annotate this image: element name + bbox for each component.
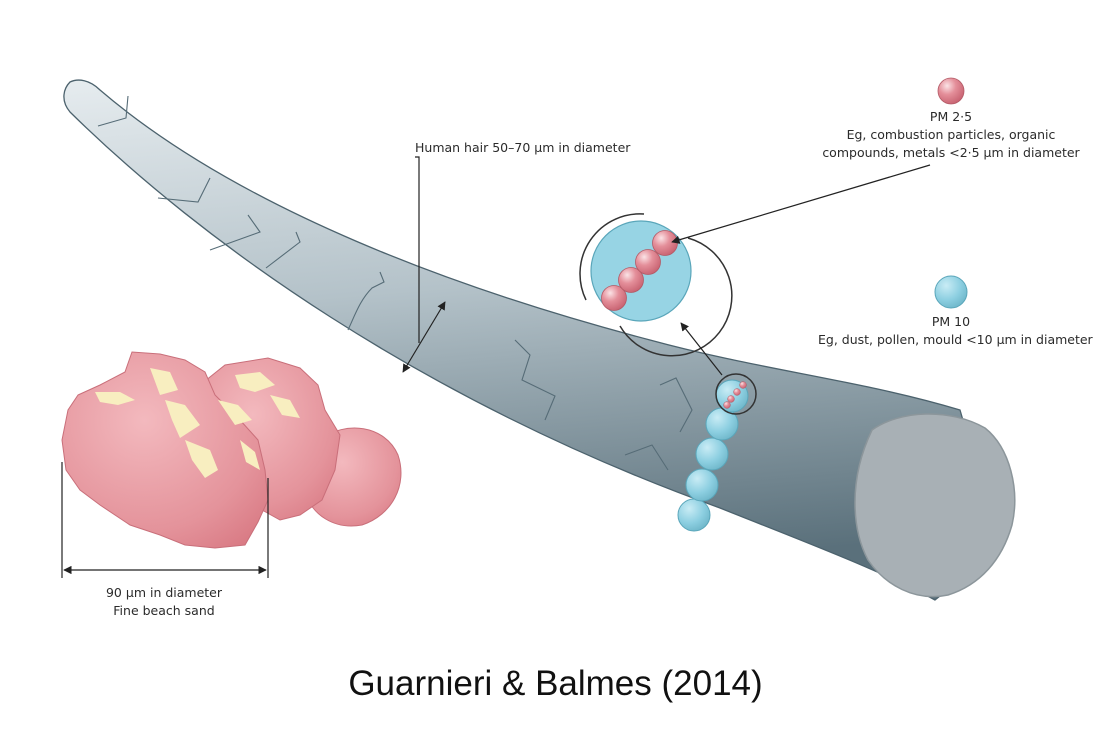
pm10-legend-ball: [934, 275, 968, 309]
pm25-pointer-arrow: [671, 164, 931, 244]
pm25-desc-line1: Eg, combustion particles, organic: [846, 127, 1056, 142]
hair-label: Human hair 50–70 µm in diameter: [415, 140, 631, 155]
pm25-legend-ball: [937, 77, 965, 105]
pm25-title: PM 2·5: [929, 109, 973, 124]
hair-cross-section: [854, 413, 1016, 598]
sand-name-text: Fine beach sand: [113, 603, 215, 618]
pm10-desc: Eg, dust, pollen, mould <10 µm in diamet…: [818, 332, 1093, 347]
hair-cuticle-lines: [97, 95, 693, 471]
small-magnify-ring: [715, 373, 757, 415]
hair-diameter-measure: [402, 156, 446, 373]
pm25-desc-line2: compounds, metals <2·5 µm in diameter: [822, 145, 1080, 160]
magnified-view: [579, 213, 733, 357]
pm25-label: PM 2·5 Eg, combustion particles, organic…: [822, 108, 1080, 162]
magnify-arrow: [680, 322, 723, 376]
figure-caption: Guarnieri & Balmes (2014): [348, 664, 763, 703]
sand-diameter-measure: [61, 462, 269, 578]
sand-diameter-text: 90 µm in diameter: [105, 585, 222, 600]
pm10-title: PM 10: [931, 314, 971, 329]
sand-label: 90 µm in diameter Fine beach sand: [64, 584, 264, 620]
pm10-label: PM 10 Eg, dust, pollen, mould <10 µm in …: [818, 313, 1093, 349]
sand-grain: [61, 351, 402, 549]
